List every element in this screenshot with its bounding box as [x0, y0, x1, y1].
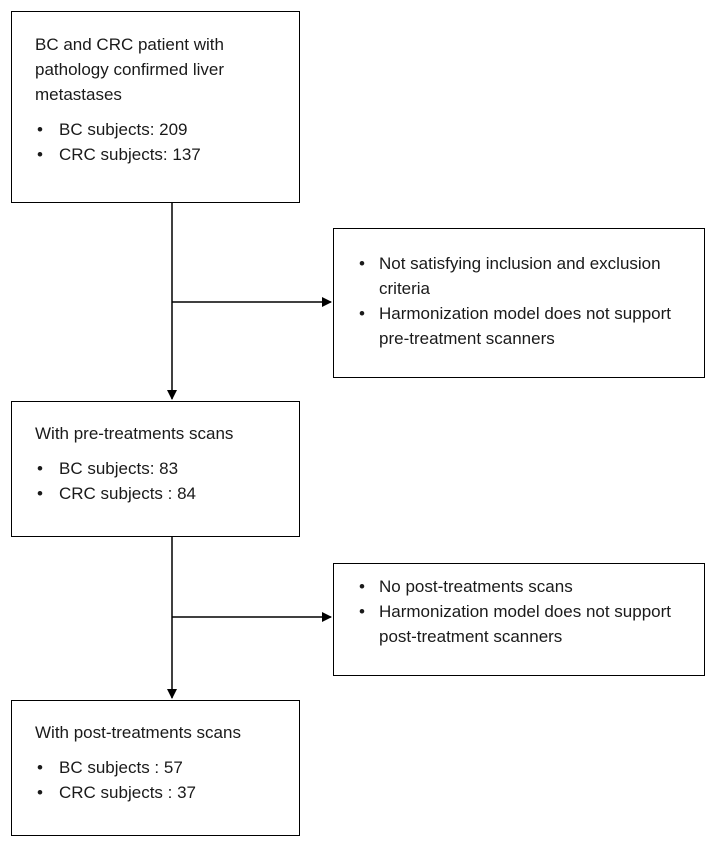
post-treatment-title: With post-treatments scans	[35, 723, 241, 742]
post-treatment-box: With post-treatments scans BC subjects :…	[11, 700, 300, 836]
list-item: CRC subjects : 84	[35, 481, 289, 506]
list-item: BC subjects: 83	[35, 456, 289, 481]
list-item: BC subjects: 209	[35, 117, 289, 142]
list-item: Harmonization model does not support pre…	[346, 301, 696, 351]
list-item: CRC subjects: 137	[35, 142, 289, 167]
list-item: No post-treatments scans	[346, 574, 696, 599]
list-item: BC subjects : 57	[35, 755, 289, 780]
exclusion-list-1: Not satisfying inclusion and exclusion c…	[346, 251, 696, 351]
pre-treatment-title: With pre-treatments scans	[35, 424, 234, 443]
initial-cohort-title: BC and CRC patient with pathology confir…	[35, 35, 224, 104]
exclusion-box-2: No post-treatments scans Harmonization m…	[333, 563, 705, 676]
pre-treatment-box: With pre-treatments scans BC subjects: 8…	[11, 401, 300, 537]
list-item: CRC subjects : 37	[35, 780, 289, 805]
initial-cohort-list: BC subjects: 209 CRC subjects: 137	[35, 117, 289, 167]
exclusion-list-2: No post-treatments scans Harmonization m…	[346, 574, 696, 649]
post-treatment-list: BC subjects : 57 CRC subjects : 37	[35, 755, 289, 805]
pre-treatment-list: BC subjects: 83 CRC subjects : 84	[35, 456, 289, 506]
initial-cohort-box: BC and CRC patient with pathology confir…	[11, 11, 300, 203]
list-item: Not satisfying inclusion and exclusion c…	[346, 251, 696, 301]
exclusion-box-1: Not satisfying inclusion and exclusion c…	[333, 228, 705, 378]
list-item: Harmonization model does not support pos…	[346, 599, 696, 649]
